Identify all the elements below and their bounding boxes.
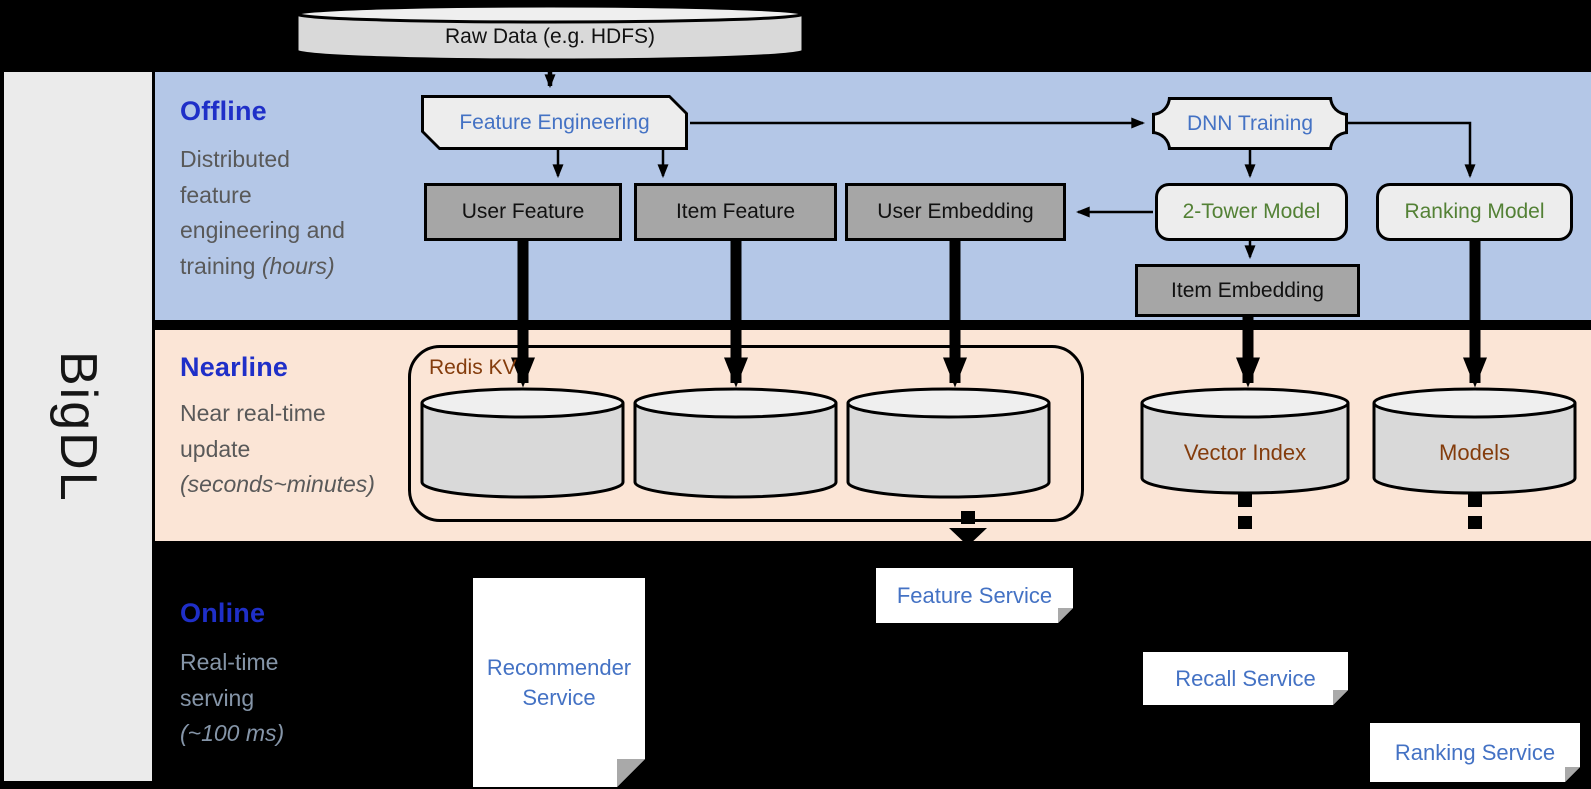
- ranking-service-label: Ranking Service: [1394, 739, 1556, 765]
- offline-description-text: Distributed feature engineering and trai…: [180, 146, 345, 279]
- item-feature-node: Item Feature: [634, 183, 837, 241]
- vector-index-label: Vector Index: [1183, 440, 1307, 465]
- bigdl-side-panel: BigDL: [4, 72, 152, 781]
- nearline-description: Near real-time update (seconds~minutes): [180, 396, 380, 503]
- redis-cylinder-3: [846, 386, 1051, 506]
- user-feature-node: User Feature: [424, 183, 622, 241]
- plaque-corner: [1329, 97, 1348, 116]
- redis-cylinder-1: [420, 386, 625, 506]
- ranking-model-node: Ranking Model: [1376, 183, 1573, 241]
- online-description: Real-time serving (~100 ms): [180, 645, 312, 752]
- offline-description-italic: (hours): [261, 252, 335, 279]
- redis-kv-label: Redis KV: [429, 356, 517, 379]
- feature-engineering-node: Feature Engineering: [421, 95, 688, 150]
- online-description-italic: (~100 ms): [180, 720, 285, 747]
- item-feature-label: Item Feature: [675, 200, 796, 223]
- offline-description: Distributed feature engineering and trai…: [180, 142, 360, 285]
- ranking-model-label: Ranking Model: [1404, 200, 1545, 223]
- feature-service-label: Feature Service: [896, 582, 1053, 608]
- nearline-description-italic: (seconds~minutes): [180, 471, 375, 498]
- item-embedding-label: Item Embedding: [1171, 278, 1324, 302]
- redis-cylinder-2: [633, 386, 838, 506]
- ranking-service-node: Ranking Service: [1370, 723, 1580, 782]
- recall-service-label: Recall Service: [1175, 665, 1316, 691]
- redis-kv-container: Redis KV: [408, 345, 1084, 522]
- recommender-service-label: Recommender Service: [486, 654, 632, 710]
- nearline-description-text: Near real-time update: [180, 400, 326, 462]
- feature-service-node: Feature Service: [876, 568, 1073, 623]
- item-embedding-node: Item Embedding: [1135, 264, 1360, 317]
- bigdl-brand-label: BigDL: [49, 350, 107, 503]
- two-tower-model-node: 2-Tower Model: [1155, 183, 1348, 241]
- plaque-corner: [1329, 131, 1348, 150]
- two-tower-model-label: 2-Tower Model: [1182, 200, 1321, 223]
- dnn-training-node: DNN Training: [1152, 97, 1348, 150]
- user-embedding-node: User Embedding: [845, 183, 1066, 241]
- models-label: Models: [1439, 440, 1510, 465]
- offline-title: Offline: [180, 96, 267, 126]
- models-store: Models: [1372, 386, 1577, 502]
- raw-data-store: Raw Data (e.g. HDFS): [295, 4, 805, 62]
- feature-engineering-label: Feature Engineering: [424, 98, 685, 147]
- online-description-text: Real-time serving: [180, 649, 279, 711]
- recall-service-node: Recall Service: [1143, 652, 1348, 705]
- user-feature-label: User Feature: [461, 200, 585, 223]
- plaque-corner: [1152, 97, 1171, 116]
- vector-index-store: Vector Index: [1140, 386, 1350, 502]
- recommender-service-node: Recommender Service: [473, 578, 645, 787]
- raw-data-label: Raw Data (e.g. HDFS): [444, 25, 656, 48]
- user-embedding-label: User Embedding: [877, 200, 1034, 223]
- online-heading-block: Online Real-time serving (~100 ms): [180, 598, 312, 752]
- nearline-title: Nearline: [180, 352, 289, 382]
- dnn-training-label: DNN Training: [1186, 111, 1314, 135]
- online-title: Online: [180, 598, 266, 628]
- plaque-corner: [1152, 131, 1171, 150]
